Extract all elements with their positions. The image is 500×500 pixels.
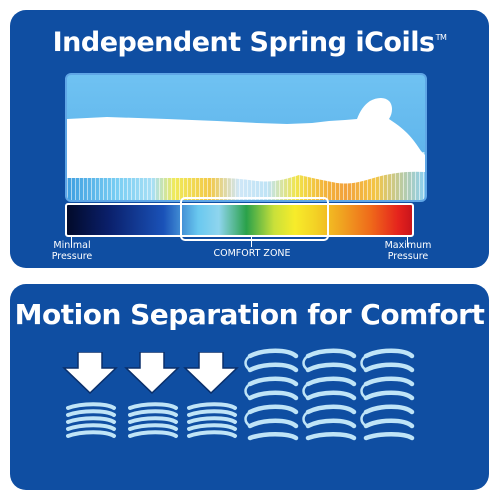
comfort-zone-label: COMFORT ZONE: [213, 248, 291, 259]
down-arrow-icon: [62, 352, 118, 394]
extended-coil-icon: [244, 348, 299, 441]
motion-separation-panel: Motion Separation for Comfort: [10, 284, 489, 490]
body-pressure-window: [65, 73, 427, 202]
compressed-coil-icon: [128, 402, 178, 438]
comfort-zone-highlight: [180, 197, 329, 241]
extended-coil-icon: [302, 348, 357, 441]
minimal-label-line1: Minimal: [53, 240, 91, 251]
compressed-coil-icon: [187, 402, 237, 438]
extended-coil-icon: [360, 348, 415, 441]
sleeping-body-silhouette: [67, 98, 425, 184]
maximum-pressure-label: Maximum Pressure: [374, 240, 442, 262]
compressed-coil-icon: [66, 402, 116, 438]
minimal-label-line2: Pressure: [51, 251, 93, 262]
panel-title-icoils: Independent Spring iCoilsTM: [10, 27, 489, 58]
panel-title-motion: Motion Separation for Comfort: [14, 298, 485, 331]
scale-tick-max: [407, 235, 408, 247]
down-arrow-icon: [183, 352, 239, 394]
scale-tick-center: [251, 235, 252, 247]
scale-tick-min: [71, 235, 72, 247]
trademark-mark: TM: [435, 33, 447, 42]
pressure-panel: Independent Spring iCoilsTM Minimal Pres…: [10, 10, 489, 268]
pressure-color-scale: [65, 203, 414, 237]
maximum-label-line2: Pressure: [387, 251, 429, 262]
down-arrow-icon: [124, 352, 180, 394]
minimal-pressure-label: Minimal Pressure: [42, 240, 102, 262]
title-text: Independent Spring iCoils: [52, 27, 435, 58]
maximum-label-line1: Maximum: [384, 240, 432, 251]
